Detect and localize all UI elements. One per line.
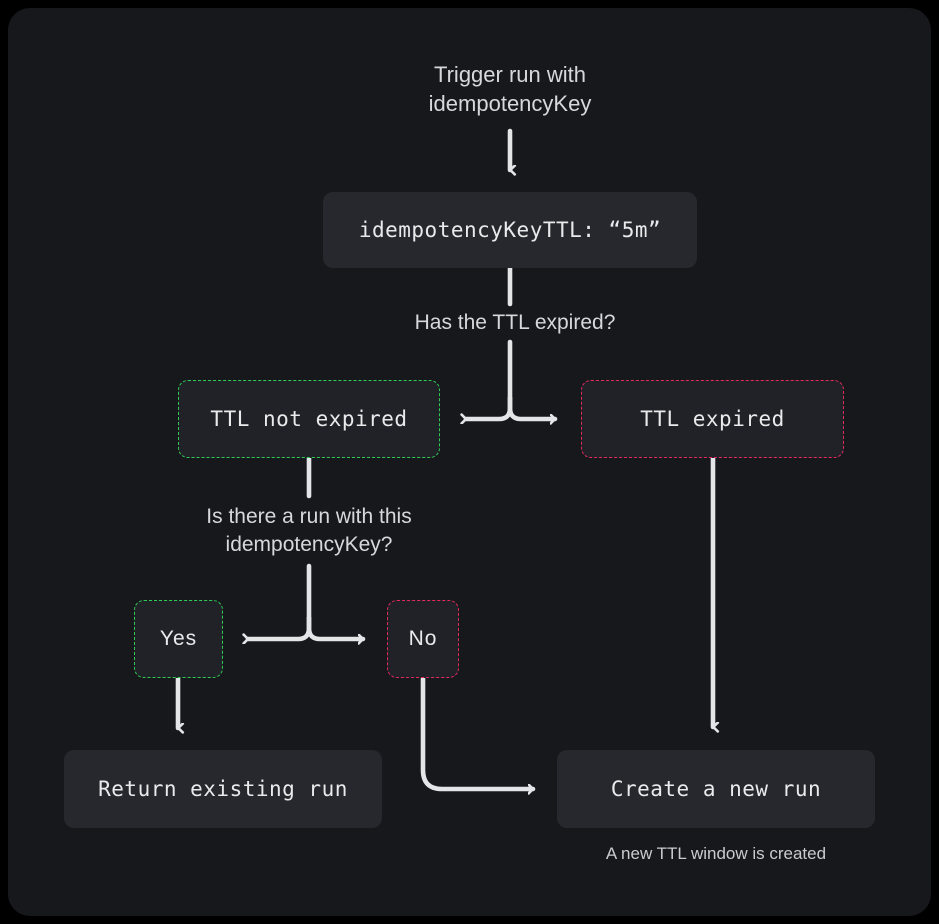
node-no: No	[387, 600, 459, 678]
node-yes: Yes	[134, 600, 223, 678]
node-layer: Trigger run with idempotencyKey idempote…	[8, 8, 931, 916]
node-return-existing-run: Return existing run	[64, 750, 382, 828]
node-idempotency-key-ttl: idempotencyKeyTTL: “5m”	[323, 192, 697, 268]
node-ttl-expired: TTL expired	[581, 380, 844, 458]
node-trigger-run: Trigger run with idempotencyKey	[428, 61, 592, 116]
node-footnote-ttl-window: A new TTL window is created	[605, 844, 827, 863]
node-create-a-new-run: Create a new run	[557, 750, 875, 828]
diagram-canvas: Trigger run with idempotencyKey idempote…	[8, 8, 931, 916]
node-question-existing-run: Is there a run with this idempotencyKey?	[206, 505, 412, 556]
node-ttl-not-expired: TTL not expired	[178, 380, 440, 458]
node-question-has-ttl-expired: Has the TTL expired?	[414, 311, 616, 335]
